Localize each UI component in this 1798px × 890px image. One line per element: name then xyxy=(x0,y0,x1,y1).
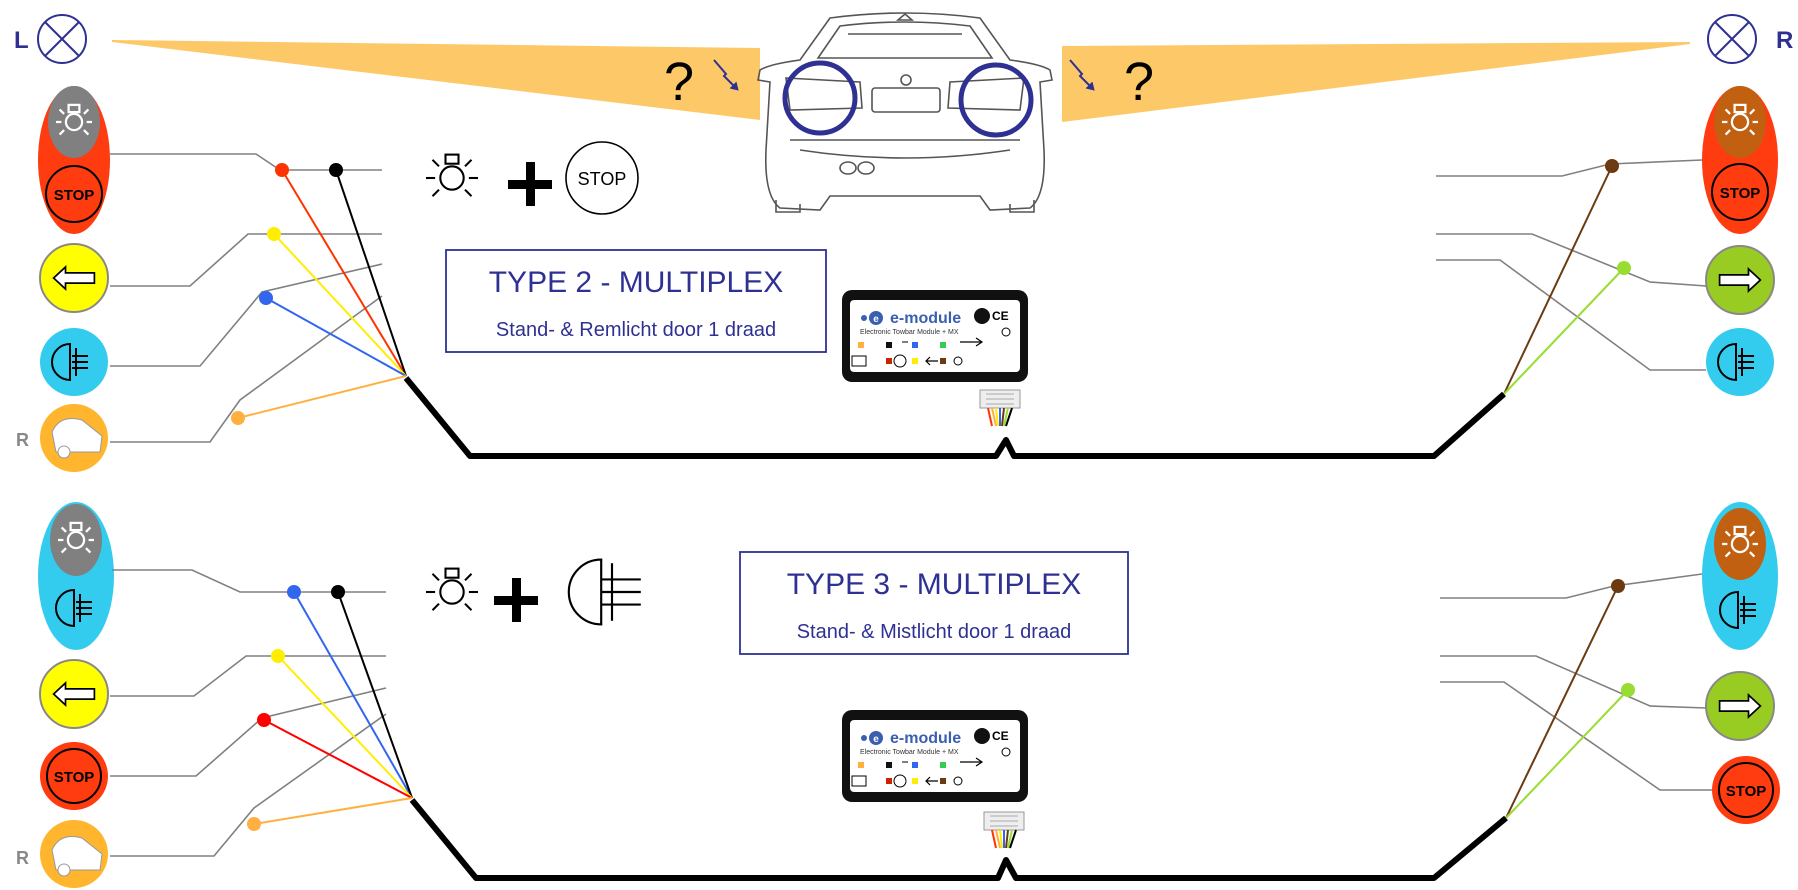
left-colored-wires-type3 xyxy=(253,591,413,825)
right-colored-wires-type2 xyxy=(1503,165,1625,395)
formula-stop-label: STOP xyxy=(578,169,627,189)
stop-light-icon xyxy=(46,748,102,804)
formula-plus-icon xyxy=(494,578,538,622)
type2-subtitle: Stand- & Remlicht door 1 draad xyxy=(496,319,776,341)
formula-plus-icon xyxy=(508,162,552,206)
stop-label: STOP xyxy=(54,769,95,786)
left-reverse-light xyxy=(40,820,108,888)
right-tail-stop-light: STOP xyxy=(1702,86,1778,234)
stop-light-icon xyxy=(45,165,103,223)
connector-plug-type2 xyxy=(979,389,1021,427)
car-rear-drawing xyxy=(757,12,1053,213)
module-brand: e-module xyxy=(890,730,961,747)
right-question-mark: ? xyxy=(1124,52,1154,112)
module-ce: CE xyxy=(992,729,1009,743)
right-stop-light: STOP xyxy=(1712,756,1780,824)
left-label: L xyxy=(14,27,29,54)
left-splice-points-type3 xyxy=(247,585,345,831)
right-indicator-light xyxy=(1705,671,1775,741)
right-grey-wires-type2 xyxy=(1436,159,1707,371)
left-taillight-highlight xyxy=(782,60,858,136)
left-tail-stop-light: STOP xyxy=(38,86,110,234)
formula-fog-light-icon xyxy=(567,558,641,626)
left-indicator-light xyxy=(39,659,109,729)
left-tail-fog-light xyxy=(38,502,114,650)
module-ce: CE xyxy=(992,309,1009,323)
module-brand: e-module xyxy=(890,310,961,327)
formula-tail-light-icon xyxy=(426,153,478,197)
left-grey-wires-type2 xyxy=(110,153,383,443)
left-grey-wires-type3 xyxy=(110,569,387,857)
stop-light-icon xyxy=(1711,163,1769,221)
e-module-type2: e-module Electronic Towbar Module + MX C… xyxy=(841,289,1029,383)
right-colored-wires-type3 xyxy=(1505,585,1629,819)
left-indicator-light xyxy=(39,243,109,313)
reverse-light-icon xyxy=(51,836,103,877)
stop-label: STOP xyxy=(1720,185,1761,202)
right-fog-light xyxy=(1706,328,1774,396)
main-harness-type2 xyxy=(403,376,1506,459)
bulb-crossed-icon xyxy=(37,14,87,64)
right-tail-fog-light xyxy=(1702,502,1778,650)
left-fog-light xyxy=(40,328,108,396)
bulb-crossed-icon xyxy=(1707,14,1757,64)
type3-subtitle: Stand- & Mistlicht door 1 draad xyxy=(797,621,1072,643)
reverse-label: R xyxy=(16,848,29,868)
left-colored-wires-type2 xyxy=(237,169,407,419)
stop-label: STOP xyxy=(1726,783,1767,800)
right-light-beam xyxy=(1062,42,1690,122)
right-grey-wires-type3 xyxy=(1440,573,1712,791)
right-splice-points-type2 xyxy=(1605,159,1631,275)
formula-stop-icon xyxy=(565,141,639,215)
left-stop-light: STOP xyxy=(40,742,108,810)
type2-title: TYPE 2 - MULTIPLEX xyxy=(489,266,784,299)
reverse-light-icon xyxy=(51,418,103,459)
e-module-type3: e-module Electronic Towbar Module + MX C… xyxy=(841,709,1029,803)
stop-light-icon xyxy=(1718,762,1774,818)
right-taillight-highlight xyxy=(958,62,1034,138)
main-harness-type3 xyxy=(409,798,1508,881)
type3-title: TYPE 3 - MULTIPLEX xyxy=(787,568,1082,601)
connector-plug-type3 xyxy=(983,811,1025,849)
reverse-label: R xyxy=(16,430,29,450)
type2-title-box xyxy=(445,249,827,353)
right-label: R xyxy=(1776,27,1793,54)
formula-tail-light-icon xyxy=(426,567,478,611)
right-splice-points-type3 xyxy=(1611,579,1635,697)
right-indicator-light xyxy=(1705,245,1775,315)
module-description: Electronic Towbar Module + MX xyxy=(860,329,959,336)
left-splice-points-type2 xyxy=(231,163,343,425)
module-description: Electronic Towbar Module + MX xyxy=(860,749,959,756)
left-light-beam xyxy=(112,40,760,120)
stop-label: STOP xyxy=(54,187,95,204)
type3-title-box xyxy=(739,551,1129,655)
left-reverse-light xyxy=(40,404,108,472)
left-question-mark: ? xyxy=(664,52,694,112)
